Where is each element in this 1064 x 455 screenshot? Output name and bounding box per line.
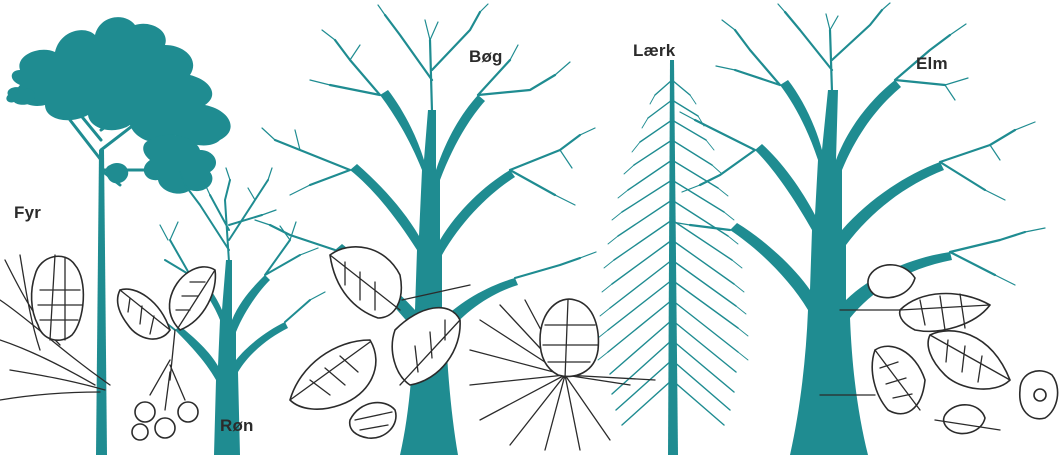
larch-cone-drawing bbox=[470, 299, 655, 450]
pine-tree-icon bbox=[6, 17, 230, 455]
label-ron: Røn bbox=[220, 416, 254, 436]
label-bog: Bøg bbox=[469, 47, 503, 67]
rowan-tree-icon bbox=[138, 168, 325, 455]
label-fyr: Fyr bbox=[14, 203, 41, 223]
larch-tree-icon bbox=[598, 60, 748, 455]
pine-cone-drawing bbox=[0, 255, 110, 400]
label-elm: Elm bbox=[916, 54, 948, 74]
label-laerk: Lærk bbox=[633, 41, 675, 61]
